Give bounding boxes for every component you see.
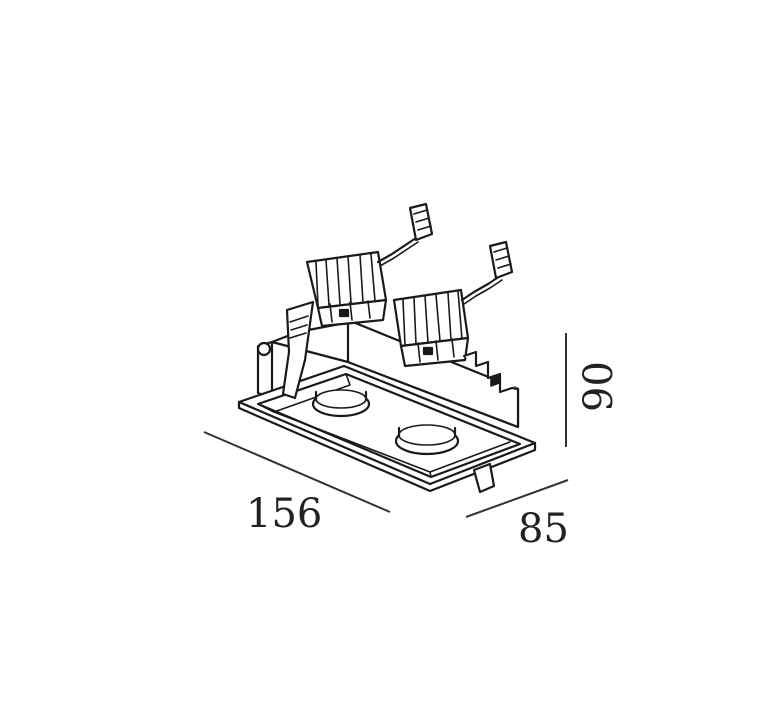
recess-floor-line xyxy=(273,411,431,473)
housing-fins xyxy=(462,350,520,394)
spring-clip-front xyxy=(472,462,496,494)
height-label: 90 xyxy=(576,361,622,412)
lens-left xyxy=(311,389,371,418)
led-module-left xyxy=(305,250,388,328)
led-module-right xyxy=(392,288,470,368)
connector-left xyxy=(408,202,434,242)
trim-frame-inner xyxy=(256,372,522,479)
trim-frame-edge xyxy=(237,400,537,493)
clip-pivot xyxy=(256,341,272,357)
cable-right xyxy=(460,274,502,302)
length-label: 156 xyxy=(246,491,322,537)
cable-left xyxy=(376,236,418,264)
depth-dimension-line xyxy=(465,479,569,518)
connector-right xyxy=(488,240,514,280)
lens-right xyxy=(394,424,460,456)
fixture xyxy=(237,202,537,494)
recess-left-wall xyxy=(257,373,351,413)
housing-front-face xyxy=(346,318,520,429)
length-dimension-line xyxy=(203,431,391,513)
recess-right-wall xyxy=(429,441,511,478)
depth-label: 85 xyxy=(518,506,569,552)
